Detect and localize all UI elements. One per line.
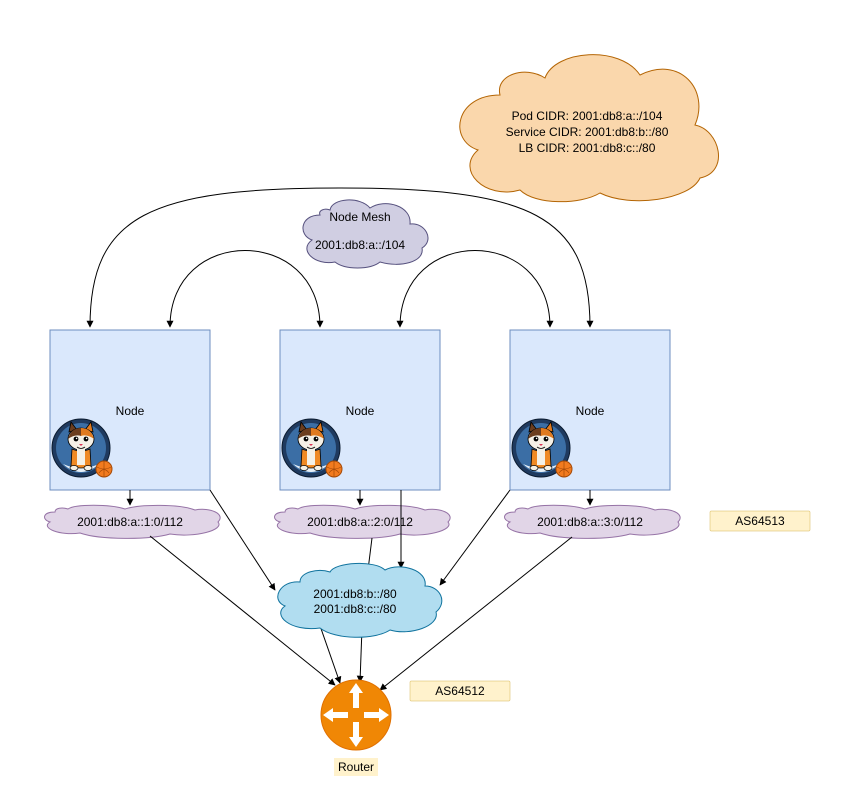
router-label: Router bbox=[338, 760, 374, 774]
router[interactable]: Router bbox=[320, 679, 392, 776]
service-cidr-value: 2001:db8:b::/80 bbox=[313, 587, 397, 601]
service-cidr-label: Service CIDR: 2001:db8:b::/80 bbox=[506, 125, 669, 139]
pod-cidr-cloud-2: 2001:db8:a::2:0/112 bbox=[274, 504, 451, 539]
cidr-summary-cloud: Pod CIDR: 2001:db8:a::/104 Service CIDR:… bbox=[459, 54, 719, 203]
node-3[interactable]: Node bbox=[509, 329, 671, 491]
service-lb-cloud: 2001:db8:b::/80 2001:db8:c::/80 bbox=[277, 562, 443, 638]
pod-cidr-cloud-3: 2001:db8:a::3:0/112 bbox=[504, 504, 681, 539]
as-label-nodes: AS64513 bbox=[709, 510, 811, 532]
pod-cidr-cloud-1: 2001:db8:a::1:0/112 bbox=[44, 504, 221, 539]
mesh-connections bbox=[86, 187, 594, 328]
mesh-link-node1-node2 bbox=[166, 250, 324, 328]
node-mesh-cidr: 2001:db8:a::/104 bbox=[315, 238, 405, 252]
node-mesh-cloud: Node Mesh 2001:db8:a::/104 bbox=[302, 199, 429, 269]
node-pod-links bbox=[126, 490, 594, 506]
node-3-label: Node bbox=[576, 404, 605, 418]
pod-cidr-3-label: 2001:db8:a::3:0/112 bbox=[537, 515, 643, 529]
as-router-text: AS64512 bbox=[435, 684, 485, 698]
pod-cidr-label: Pod CIDR: 2001:db8:a::/104 bbox=[512, 109, 663, 123]
pod-cidr-1-label: 2001:db8:a::1:0/112 bbox=[77, 515, 183, 529]
mesh-link-node2-node3 bbox=[396, 250, 554, 328]
node-2-label: Node bbox=[346, 404, 375, 418]
node-1[interactable]: Node bbox=[49, 329, 211, 491]
mesh-link-node1-node3 bbox=[86, 187, 594, 328]
node-2[interactable]: Node bbox=[279, 329, 441, 491]
as-nodes-text: AS64513 bbox=[735, 514, 785, 528]
lb-cidr-label: LB CIDR: 2001:db8:c::/80 bbox=[519, 141, 656, 155]
as-label-router: AS64512 bbox=[409, 680, 511, 702]
node-mesh-title: Node Mesh bbox=[329, 210, 390, 224]
lb-cidr-value: 2001:db8:c::/80 bbox=[314, 602, 397, 616]
node-1-label: Node bbox=[116, 404, 145, 418]
pod-cidr-2-label: 2001:db8:a::2:0/112 bbox=[307, 515, 413, 529]
router-icon bbox=[323, 683, 389, 747]
